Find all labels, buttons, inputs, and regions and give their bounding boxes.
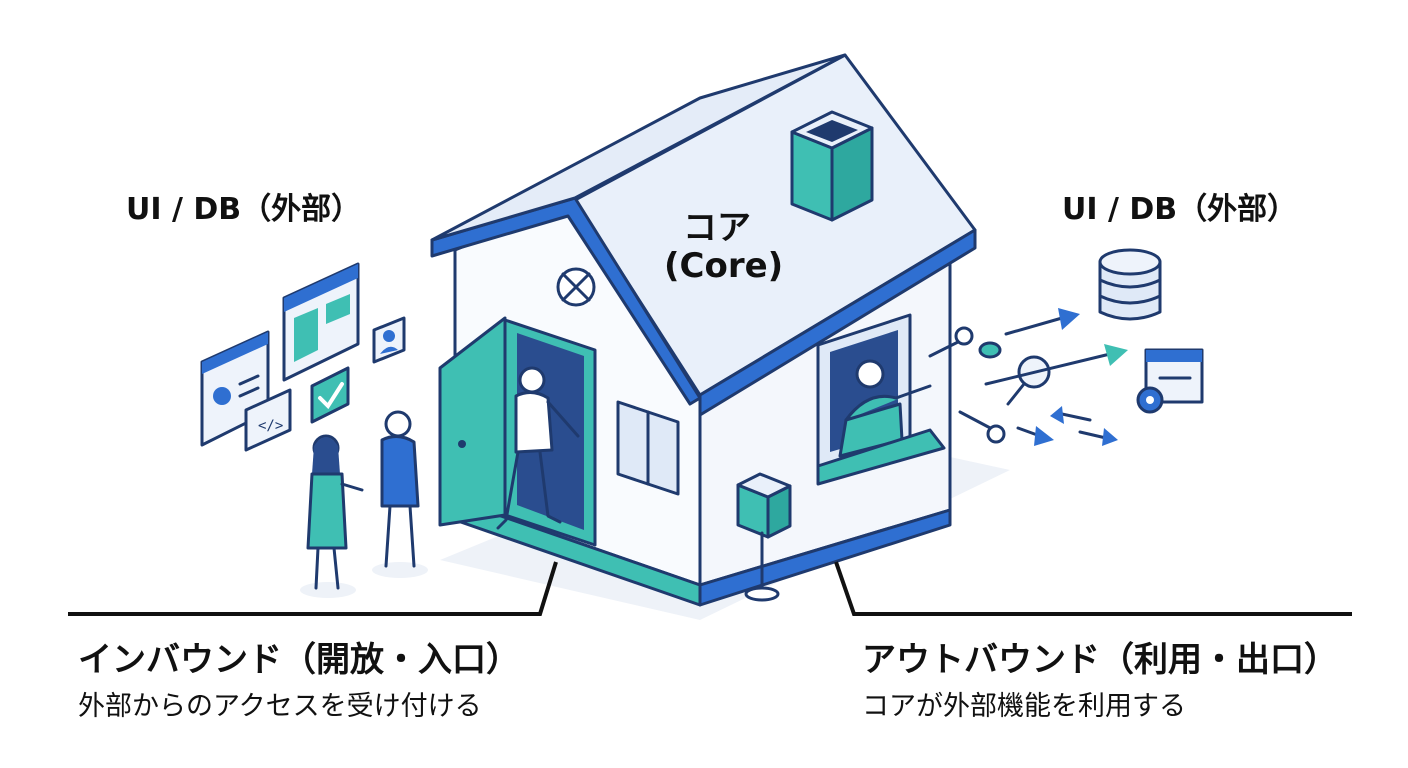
wrench-icon-2 (958, 410, 1006, 444)
outbound-title: アウトバウンド（利用・出口） (862, 640, 1338, 680)
outbound-window (816, 313, 946, 486)
inbound-description: 外部からのアクセスを受け付ける (78, 691, 482, 722)
left-ui-cards: </> (200, 262, 406, 452)
inbound-title: インバウンド（開放・入口） (78, 640, 520, 680)
inbound-callout-line (68, 561, 558, 616)
database-icon (1098, 248, 1162, 321)
bird-icon (978, 341, 1002, 359)
mailbox (736, 472, 792, 602)
house (430, 53, 977, 607)
open-door (438, 316, 507, 527)
settings-panel-icon (1136, 348, 1204, 414)
layout-window-icon (282, 262, 360, 382)
core-label-en: (Core) (664, 246, 784, 286)
magnifier-icon (1006, 355, 1051, 406)
left-external-label: UI / DB（外部） (126, 192, 362, 227)
person-entering (496, 366, 580, 530)
person-man (372, 410, 428, 578)
person-woman (300, 434, 364, 598)
waiting-people (300, 410, 428, 598)
code-icon: </> (244, 388, 292, 452)
wrench-icon (928, 326, 974, 358)
core-label-jp: コア (683, 208, 751, 248)
check-icon (310, 366, 350, 424)
house-roof-edge-right (698, 228, 977, 417)
outbound-description: コアが外部機能を利用する (862, 691, 1186, 722)
house-roof-left (430, 53, 847, 242)
right-external-label: UI / DB（外部） (1062, 192, 1298, 227)
callout-lines (68, 561, 1352, 616)
arrow-icons (984, 308, 1128, 446)
side-window (616, 400, 680, 496)
svg-text:</>: </> (258, 418, 283, 434)
outbound-callout-line (834, 561, 1352, 616)
user-avatar-icon (372, 316, 406, 364)
round-window (556, 267, 596, 307)
right-external-icons (928, 248, 1204, 446)
